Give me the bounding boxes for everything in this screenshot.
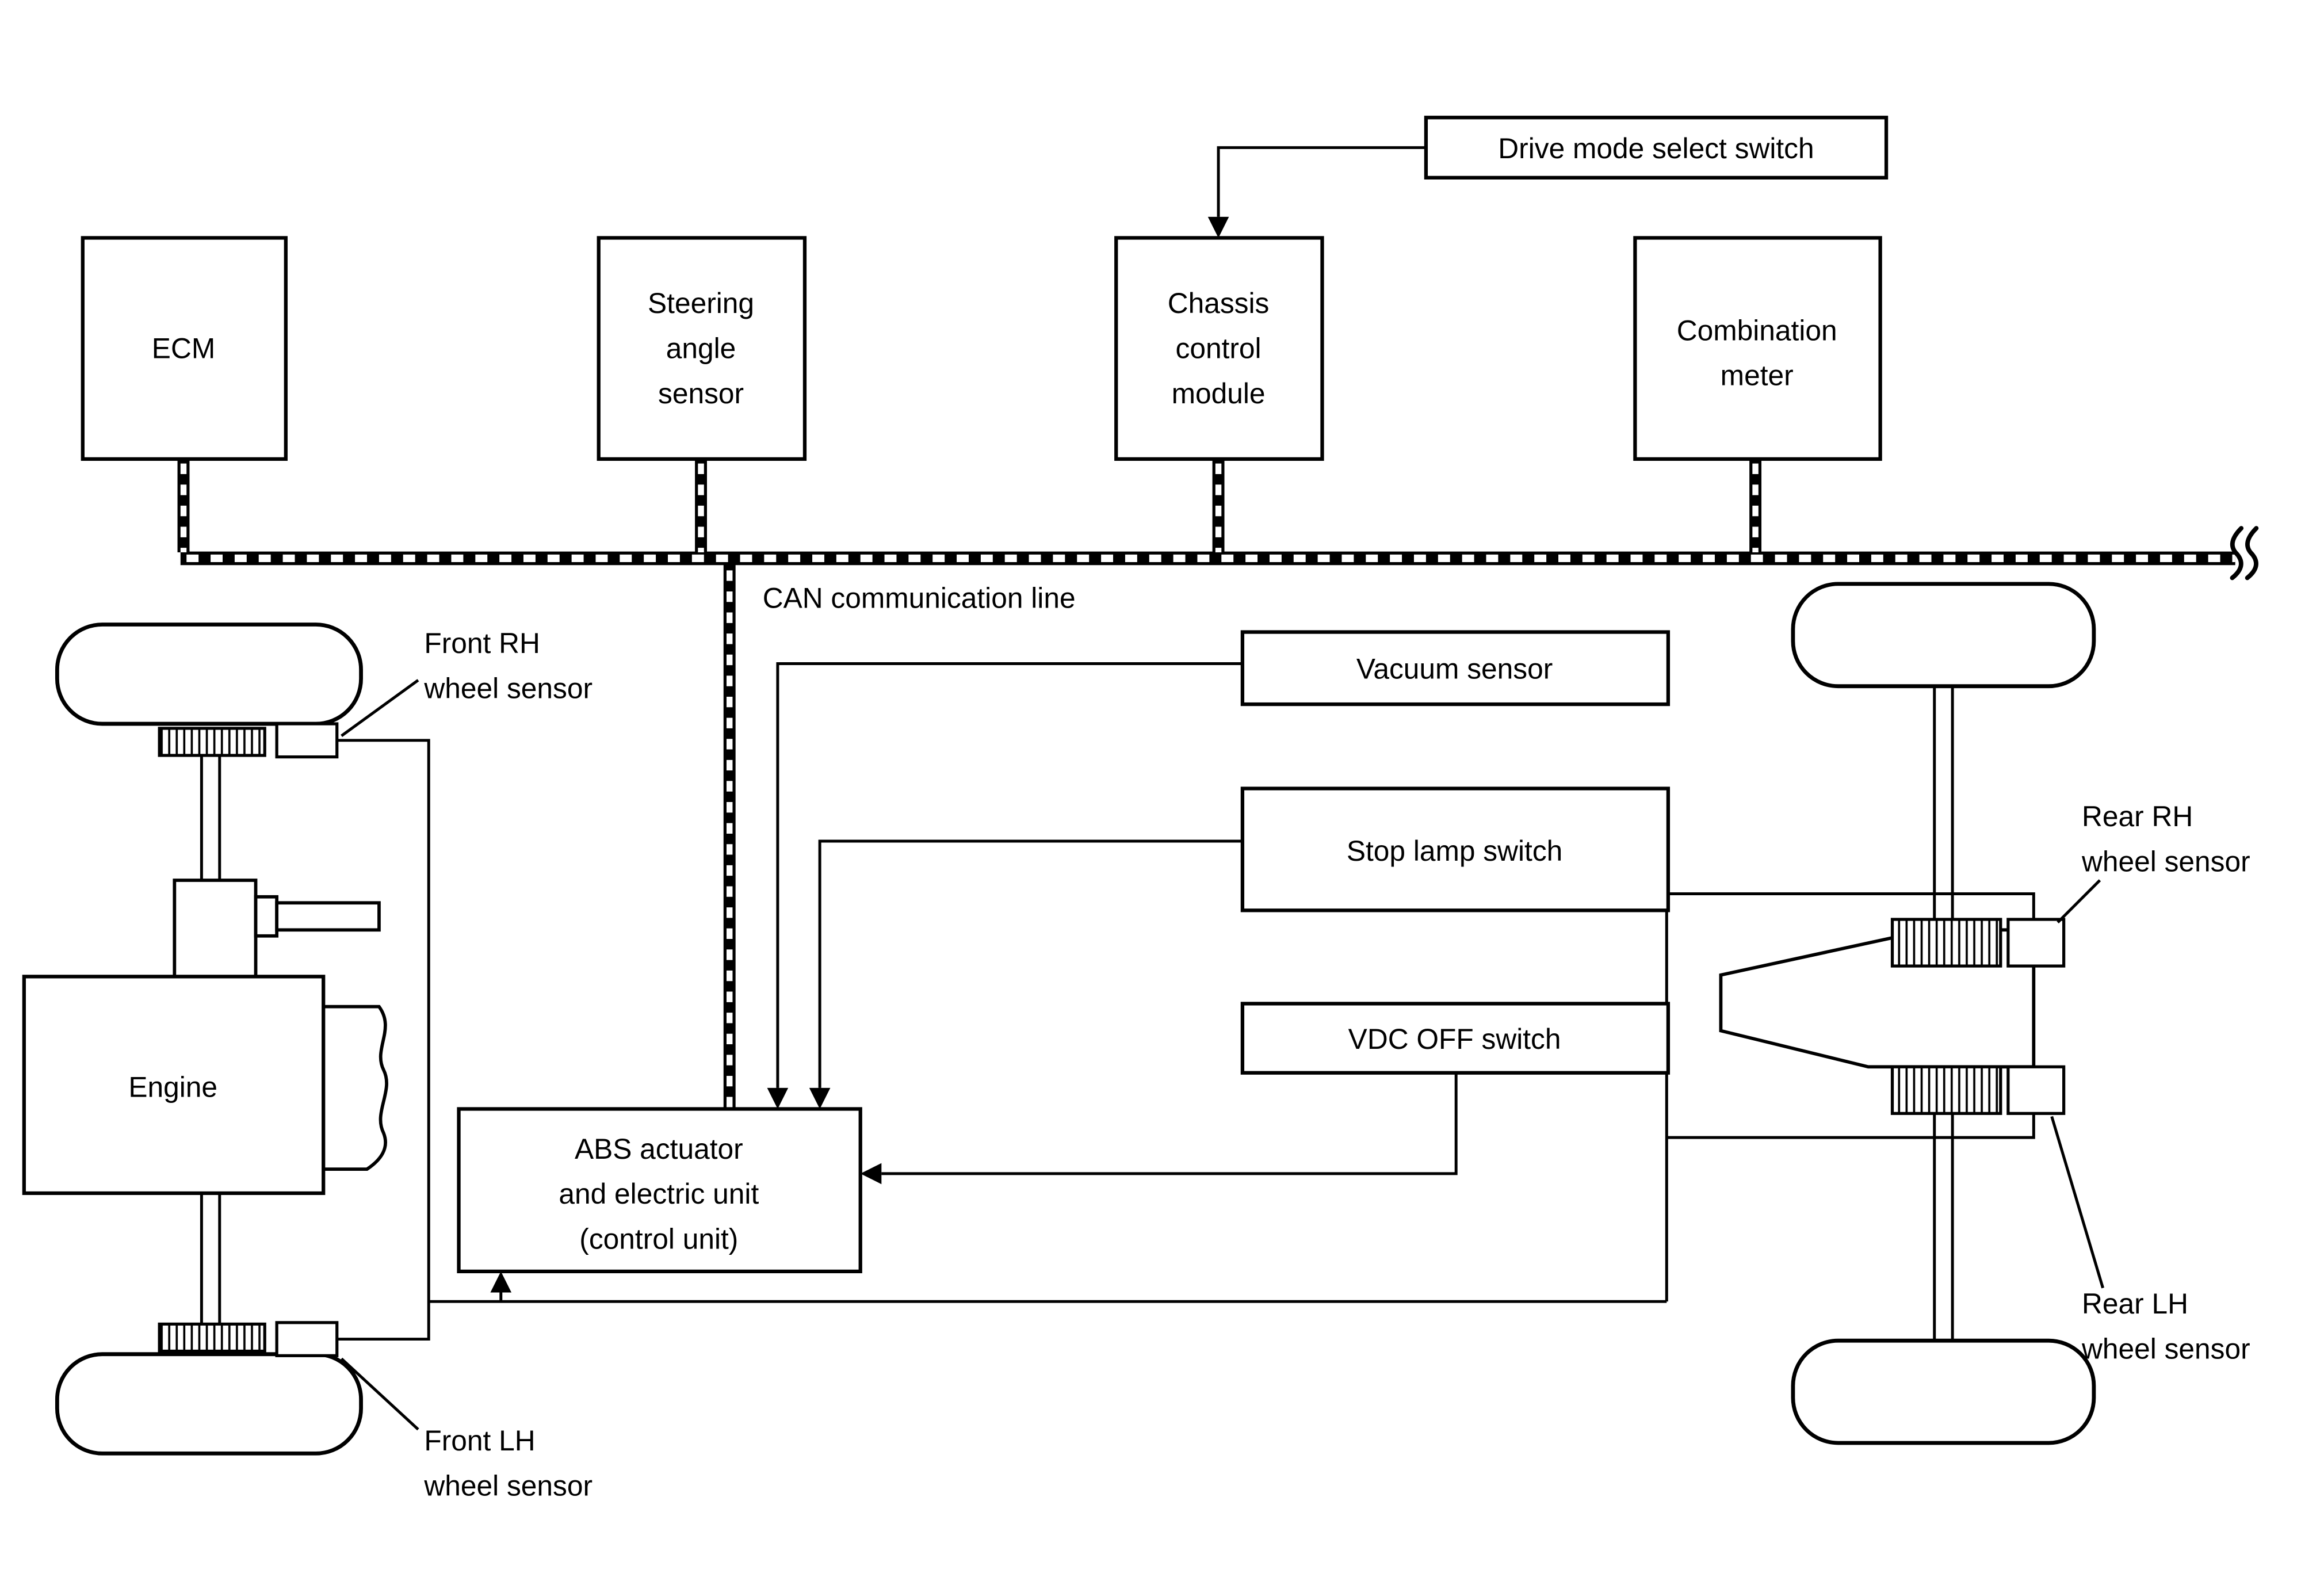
arrow-stop-lamp-into-abs [809,1087,831,1109]
vdc-off-switch-box [1240,1002,1671,1075]
front-lh-wheel-sensor [275,1321,339,1357]
combination-meter-box [1633,236,1882,461]
vdc-off-switch-label: VDC OFF switch [1348,1023,1561,1055]
drive-mode-select-switch-box [1424,116,1889,180]
front-sensor-harness-line [337,739,430,1341]
rear-rh-rotor [1890,918,2002,968]
rear-lh-wheel [1791,1338,2096,1445]
stop-lamp-switch-label: Stop lamp switch [1347,835,1562,867]
chassis-control-module-box [1114,236,1324,461]
front-axle-assembly: Engine [22,623,388,1456]
transmission-block [173,879,258,979]
front-lh-rotor [158,1322,266,1353]
can-line-break-squiggle [2245,526,2259,581]
rear-rh-wheel-sensor [2006,918,2066,968]
arrow-into-chassis-top [1207,216,1229,238]
can-bus: CAN communication line [177,459,2259,1109]
ecm-box [81,236,288,461]
shaft-joint [254,895,279,938]
arrow-vdc-into-abs [860,1163,882,1185]
drive-mode-line [1217,146,1426,217]
engine-continuation-shape [323,1005,388,1171]
arrow-into-abs-bottom [490,1271,512,1293]
stop-lamp-switch-box [1240,786,1671,912]
signal-lines [767,146,1458,1185]
rear-lh-wheel-sensor [2006,1065,2066,1115]
vacuum-line [776,662,1243,1088]
can-line-break-squiggle [2230,526,2244,581]
vacuum-sensor-label: Vacuum sensor [1356,653,1553,685]
vacuum-sensor-box [1240,630,1671,707]
abs-actuator-box [457,1107,862,1274]
rear-rh-leader-line [2057,879,2101,923]
arrow-vacuum-into-abs [767,1087,789,1109]
engine-label: Engine [128,1071,217,1103]
drive-shaft-bar [275,901,381,932]
front-rh-wheel [55,623,363,726]
rear-lh-rotor [1890,1065,2002,1115]
steering-angle-sensor-box [597,236,807,461]
front-rh-leader-line [341,679,419,737]
vdc-off-line [881,1072,1458,1175]
front-lh-leader-line [340,1357,419,1431]
front-lh-wheel [55,1352,363,1456]
front-rh-wheel-sensor [275,722,339,759]
front-rh-rotor [158,727,266,757]
rear-lh-leader-line [2050,1116,2104,1289]
can-line-label: CAN communication line [763,582,1076,614]
rear-rh-wheel [1791,582,2096,689]
drive-mode-select-switch-label: Drive mode select switch [1498,132,1814,165]
engine-box [22,975,326,1196]
stop-lamp-line [818,839,1243,1088]
ecm-label: ECM [152,333,215,365]
rear-axle-assembly [1719,582,2096,1445]
